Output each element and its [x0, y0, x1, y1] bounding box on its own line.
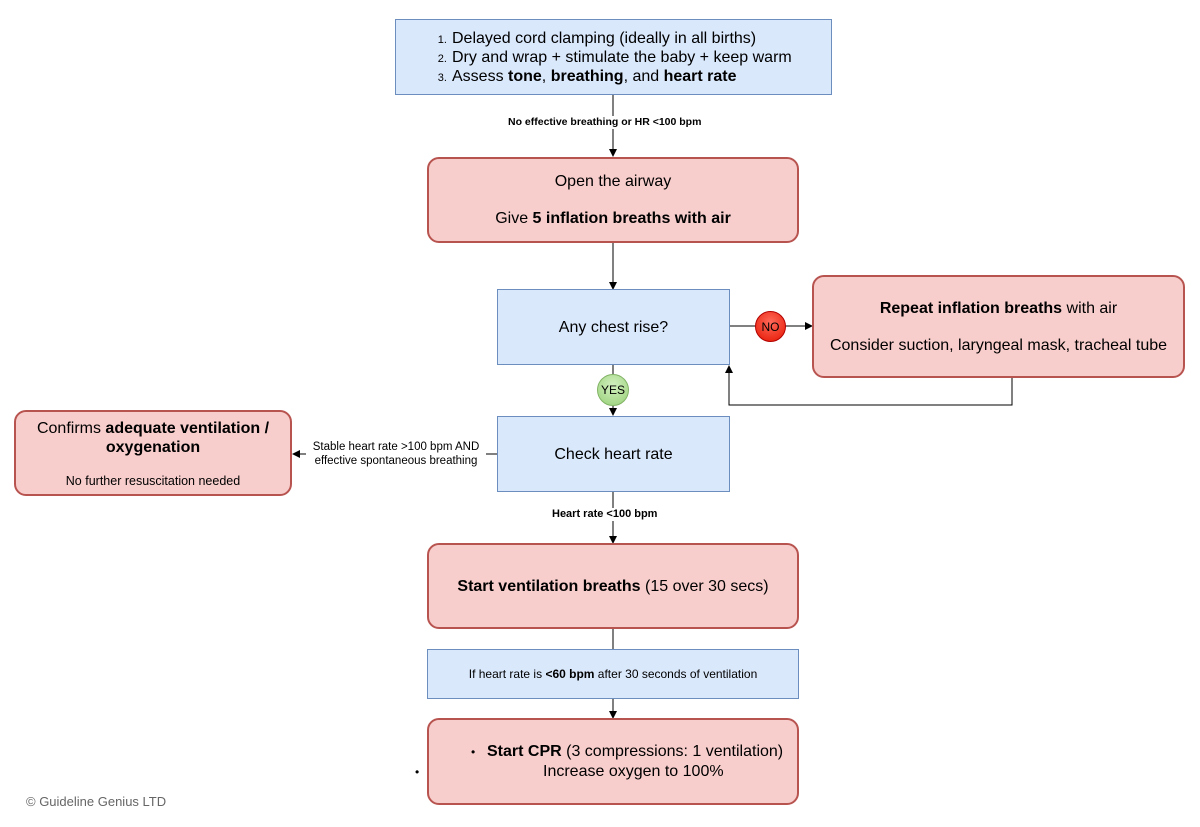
cpr-list: Start CPR (3 compressions: 1 ventilation…: [415, 742, 783, 782]
low-heart-rate-info-text: If heart rate is <60 bpm after 30 second…: [468, 667, 758, 681]
check-heart-rate-box: Check heart rate: [497, 416, 730, 492]
stable-line-2: effective spontaneous breathing: [314, 455, 478, 467]
edge-label-heart-rate-low: Heart rate <100 bpm: [552, 508, 658, 521]
arrow-repeat-loop-back: [725, 365, 1013, 406]
repeat-inflation-line: Repeat inflation breaths with air: [879, 299, 1118, 317]
initial-steps-list: Delayed cord clamping (ideally in all bi…: [396, 29, 792, 86]
confirms-ventilation-box: Confirms adequate ventilation /oxygenati…: [14, 410, 292, 496]
chest-rise-box: Any chest rise?: [497, 289, 730, 365]
edge-label-stable-heart-rate: Stable heart rate >100 bpm AND effective…: [306, 440, 486, 468]
chest-rise-label: Any chest rise?: [558, 318, 669, 336]
initial-step: Delayed cord clamping (ideally in all bi…: [450, 29, 792, 48]
no-badge: NO: [755, 311, 786, 342]
initial-steps-box: Delayed cord clamping (ideally in all bi…: [395, 19, 832, 95]
inflation-breaths-line: Give 5 inflation breaths with air: [495, 210, 731, 227]
initial-step: Assess tone, breathing, and heart rate: [450, 67, 792, 86]
start-ventilation-line: Start ventilation breaths (15 over 30 se…: [457, 577, 769, 595]
start-cpr-box: Start CPR (3 compressions: 1 ventilation…: [415, 718, 799, 805]
check-heart-rate-label: Check heart rate: [554, 445, 673, 463]
stable-line-1: Stable heart rate >100 bpm AND: [312, 441, 480, 453]
consider-airway-adjuncts-line: Consider suction, laryngeal mask, trache…: [829, 336, 1168, 354]
airway-line: Open the airway: [554, 173, 672, 190]
initial-step: Dry and wrap + stimulate the baby + keep…: [450, 48, 792, 67]
no-badge-label: NO: [761, 319, 780, 334]
confirms-heading: Confirms adequate ventilation /oxygenati…: [36, 419, 270, 456]
no-further-resuscitation-text: No further resuscitation needed: [65, 473, 241, 488]
yes-badge-label: YES: [600, 383, 625, 397]
cpr-item: Start CPR (3 compressions: 1 ventilation…: [471, 742, 783, 762]
copyright-footer: © Guideline Genius LTD: [26, 794, 167, 809]
edge-label-no-effective-breathing: No effective breathing or HR <100 bpm: [508, 116, 702, 129]
cpr-item: Increase oxygen to 100%: [415, 762, 783, 782]
start-ventilation-box: Start ventilation breaths (15 over 30 se…: [427, 543, 799, 629]
low-heart-rate-info-box: If heart rate is <60 bpm after 30 second…: [427, 649, 799, 699]
repeat-inflation-box: Repeat inflation breaths with air Consid…: [812, 275, 1185, 378]
yes-badge: YES: [597, 374, 629, 406]
airway-box: Open the airway Give 5 inflation breaths…: [427, 157, 799, 243]
